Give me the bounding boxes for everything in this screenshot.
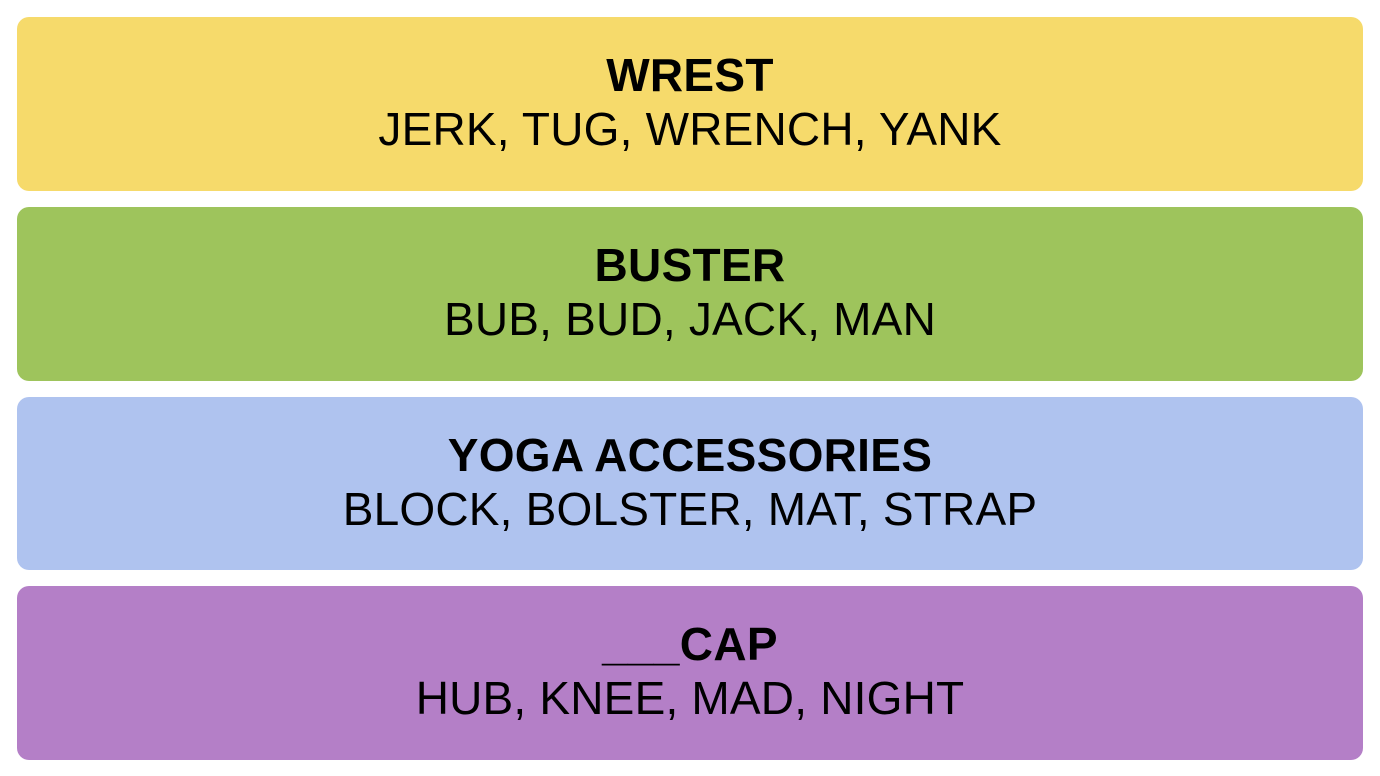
group-title-blue: YOGA ACCESSORIES xyxy=(447,428,933,481)
solved-group-blue: YOGA ACCESSORIES BLOCK, BOLSTER, MAT, ST… xyxy=(17,396,1363,571)
group-words-blue: BLOCK, BOLSTER, MAT, STRAP xyxy=(342,482,1038,535)
group-title-purple: ___CAP xyxy=(602,618,778,671)
solved-group-purple: ___CAP HUB, KNEE, MAD, NIGHT xyxy=(17,586,1363,760)
solved-group-green: BUSTER BUB, BUD, JACK, MAN xyxy=(17,206,1363,381)
group-title-green: BUSTER xyxy=(594,238,786,291)
group-words-yellow: JERK, TUG, WRENCH, YANK xyxy=(378,103,1002,156)
group-words-green: BUB, BUD, JACK, MAN xyxy=(444,292,936,345)
group-title-yellow: WREST xyxy=(606,49,774,102)
solved-group-yellow: WREST JERK, TUG, WRENCH, YANK xyxy=(17,17,1363,191)
group-words-purple: HUB, KNEE, MAD, NIGHT xyxy=(415,672,965,725)
